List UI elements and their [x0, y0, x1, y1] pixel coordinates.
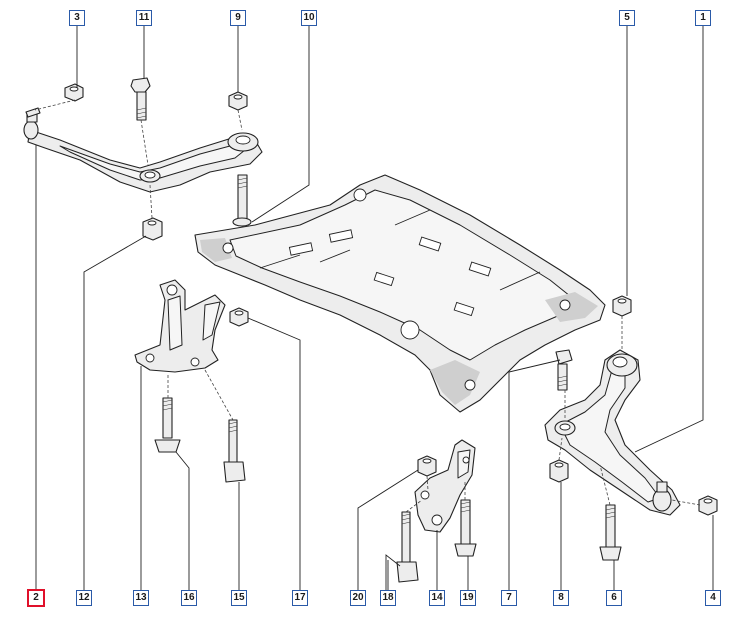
mounting-bracket-left — [134, 279, 226, 373]
bolt-part-19 — [454, 499, 477, 557]
callout-4[interactable]: 4 — [705, 590, 721, 606]
nut-part-20 — [417, 455, 437, 477]
callout-6[interactable]: 6 — [606, 590, 622, 606]
callout-8[interactable]: 8 — [553, 590, 569, 606]
callout-7[interactable]: 7 — [501, 590, 517, 606]
callout-11[interactable]: 11 — [136, 10, 152, 26]
left-lower-arm — [23, 107, 263, 193]
callout-9[interactable]: 9 — [230, 10, 246, 26]
callout-20[interactable]: 20 — [350, 590, 366, 606]
callout-14[interactable]: 14 — [429, 590, 445, 606]
subframe — [194, 174, 606, 413]
callout-12[interactable]: 12 — [76, 590, 92, 606]
nut-part-17 — [229, 307, 249, 327]
bolt-part-11 — [130, 77, 151, 121]
callout-19[interactable]: 19 — [460, 590, 476, 606]
mounting-bracket-right — [414, 439, 476, 533]
callout-17[interactable]: 17 — [292, 590, 308, 606]
callout-18[interactable]: 18 — [380, 590, 396, 606]
leader-lines — [34, 26, 714, 590]
nut-part-4 — [698, 495, 718, 516]
bolt-part-18 — [396, 511, 419, 583]
bolt-part-16 — [154, 397, 181, 453]
callout-1[interactable]: 1 — [695, 10, 711, 26]
right-lower-arm — [544, 349, 681, 516]
bolt-part-15 — [223, 419, 246, 483]
callout-2[interactable]: 2 — [27, 589, 45, 607]
nut-part-12 — [142, 217, 163, 241]
nut-part-8 — [549, 459, 569, 483]
callout-5[interactable]: 5 — [619, 10, 635, 26]
bolt-part-7 — [555, 349, 573, 391]
callout-15[interactable]: 15 — [231, 590, 247, 606]
callout-13[interactable]: 13 — [133, 590, 149, 606]
callout-3[interactable]: 3 — [69, 10, 85, 26]
nut-part-9 — [228, 91, 248, 111]
callout-16[interactable]: 16 — [181, 590, 197, 606]
nut-part-5 — [612, 295, 632, 317]
bolt-stud-9 — [232, 174, 252, 227]
callout-10[interactable]: 10 — [301, 10, 317, 26]
bolt-part-6 — [599, 504, 622, 561]
nut-part-3 — [64, 83, 84, 102]
